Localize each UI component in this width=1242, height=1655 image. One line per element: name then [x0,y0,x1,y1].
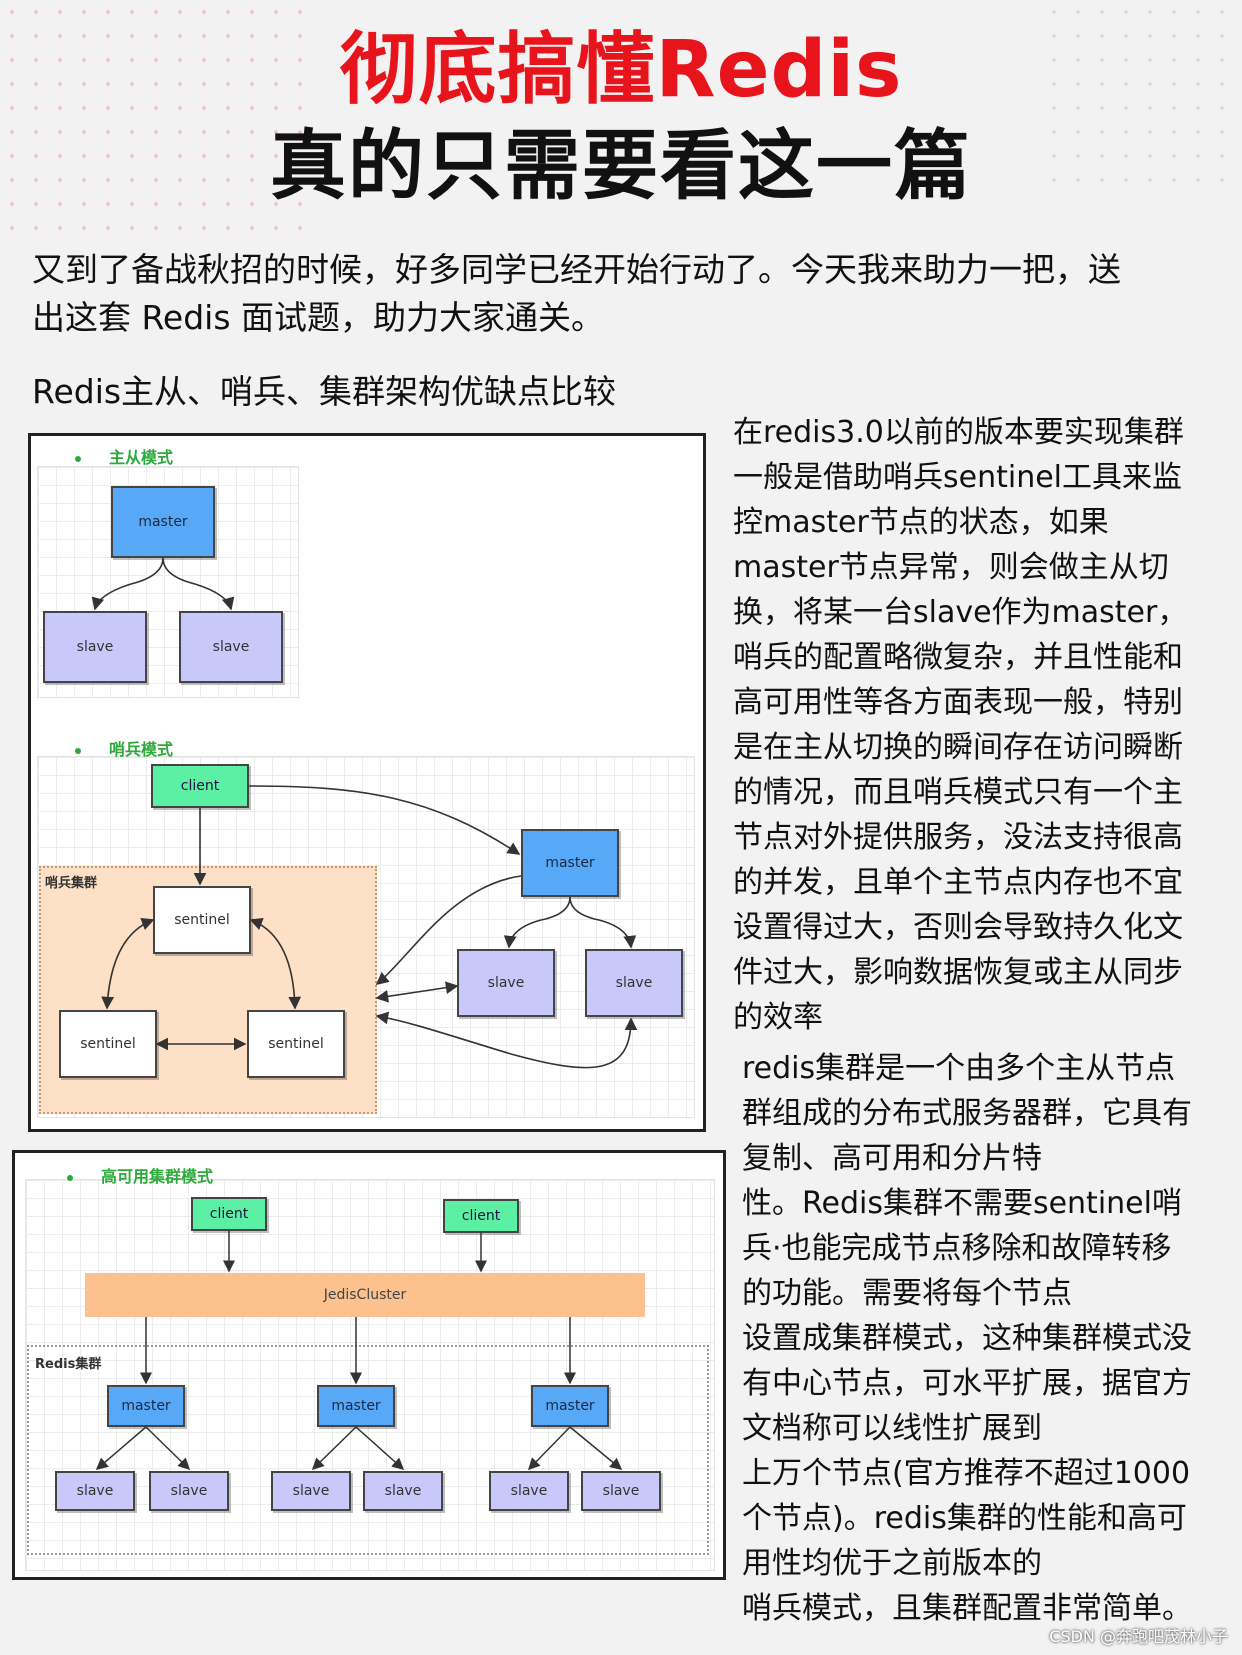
slave-node: slave [149,1471,229,1511]
text-line: 个节点)。redis集群的性能和高可 [742,1501,1187,1536]
text-line: 的功能。需要将每个节点 [742,1276,1072,1311]
text-line: 的情况，而且哨兵模式只有一个主 [733,775,1183,810]
client-node: client [191,1197,267,1231]
text-line: 设置得过大，否则会导致持久化文 [733,910,1183,945]
text-line: 哨兵模式，且集群配置非常简单。 [742,1591,1192,1626]
decorative-dots-right [1042,0,1242,200]
sentinel-node: sentinel [153,886,251,954]
master-node: master [111,486,215,558]
section-heading: Redis主从、哨兵、集群架构优缺点比较 [32,372,617,411]
slave-node: slave [55,1471,135,1511]
text-line: 兵·也能完成节点移除和故障转移 [742,1231,1172,1266]
text-line: 节点对外提供服务，没法支持很高 [733,820,1183,855]
master-node: master [107,1385,185,1427]
text-line: 一般是借助哨兵sentinel工具来监 [733,460,1183,495]
text-line: 的效率 [733,1000,823,1035]
text-line: 件过大，影响数据恢复或主从同步 [733,955,1183,990]
decorative-dots [0,0,320,240]
connector-arrows [91,557,638,1069]
text-line: 控master节点的状态，如果 [733,505,1109,540]
watermark: CSDN @奔跑吧茂林小子 [1049,1627,1228,1646]
text-line: 换，将某一台slave作为master， [733,595,1188,630]
section-label-sentinel: 哨兵模式 [75,736,173,760]
bullet-icon [67,1174,73,1181]
text-line: 复制、高可用和分片特 [742,1141,1042,1176]
section-label-master-slave: 主从模式 [75,444,173,468]
text-line: 的并发，且单个主节点内存也不宜 [733,865,1183,900]
text-line: 性。Redis集群不需要sentinel哨 [742,1186,1182,1221]
intro-paragraph: 又到了备战秋招的时候，好多同学已经开始行动了。今天我来助力一把，送 出这套 Re… [32,246,1202,342]
redis-cluster-group [27,1345,709,1555]
jedis-cluster-bar: JedisCluster [85,1273,645,1317]
text-line: redis集群是一个由多个主从节点 [742,1051,1176,1086]
section-text: 哨兵模式 [109,740,174,759]
slave-node: slave [457,949,555,1017]
text-line: 哨兵的配置略微复杂，并且性能和 [733,640,1183,675]
text-line: 上万个节点(官方推荐不超过1000 [742,1456,1191,1491]
text-line: 是在主从切换的瞬间存在访问瞬断 [733,730,1183,765]
bullet-icon [75,747,81,754]
text-line: 在redis3.0以前的版本要实现集群 [733,415,1184,450]
text-line: 有中心节点，可水平扩展，据官方 [742,1366,1192,1401]
intro-line-1: 又到了备战秋招的时候，好多同学已经开始行动了。今天我来助力一把，送 [32,250,1121,289]
page-title: 彻底搞懂Redis [339,25,903,115]
group-label: 哨兵集群 [45,876,98,891]
text-line: 群组成的分布式服务器群，它具有 [742,1096,1192,1131]
slave-node: slave [585,949,683,1017]
section-text: 高可用集群模式 [101,1167,214,1186]
slave-node: slave [43,611,147,683]
sentinel-node: sentinel [247,1010,345,1078]
client-node: client [443,1199,519,1233]
text-line: 用性均优于之前版本的 [742,1546,1042,1581]
text-line: 设置成集群模式，这种集群模式没 [742,1321,1192,1356]
page-subtitle: 真的只需要看这一篇 [270,121,972,210]
client-node: client [151,764,249,808]
connector-arrows [95,1231,623,1471]
diagram-master-slave-sentinel: 主从模式 master slave slave 哨兵模式 哨兵集群 client… [28,433,706,1132]
diagram-cluster-mode: 高可用集群模式 client client JedisCluster Redis… [12,1150,726,1580]
cluster-description: redis集群是一个由多个主从节点 群组成的分布式服务器群，它具有 复制、高可用… [742,1046,1232,1631]
bullet-icon [75,455,81,462]
group-label: Redis集群 [35,1357,102,1372]
slave-node: slave [363,1471,443,1511]
text-line: 文档称可以线性扩展到 [742,1411,1042,1446]
text-line: master节点异常，则会做主从切 [733,550,1169,585]
master-node: master [317,1385,395,1427]
sentinel-description: 在redis3.0以前的版本要实现集群 一般是借助哨兵sentinel工具来监 … [733,410,1213,1040]
master-node: master [521,829,619,897]
master-node: master [531,1385,609,1427]
slave-node: slave [271,1471,351,1511]
slave-node: slave [581,1471,661,1511]
intro-line-2: 出这套 Redis 面试题，助力大家通关。 [32,298,605,337]
section-label-cluster: 高可用集群模式 [67,1163,213,1187]
slave-node: slave [179,611,283,683]
section-text: 主从模式 [109,448,174,467]
slave-node: slave [489,1471,569,1511]
text-line: 高可用性等各方面表现一般，特别 [733,685,1183,720]
